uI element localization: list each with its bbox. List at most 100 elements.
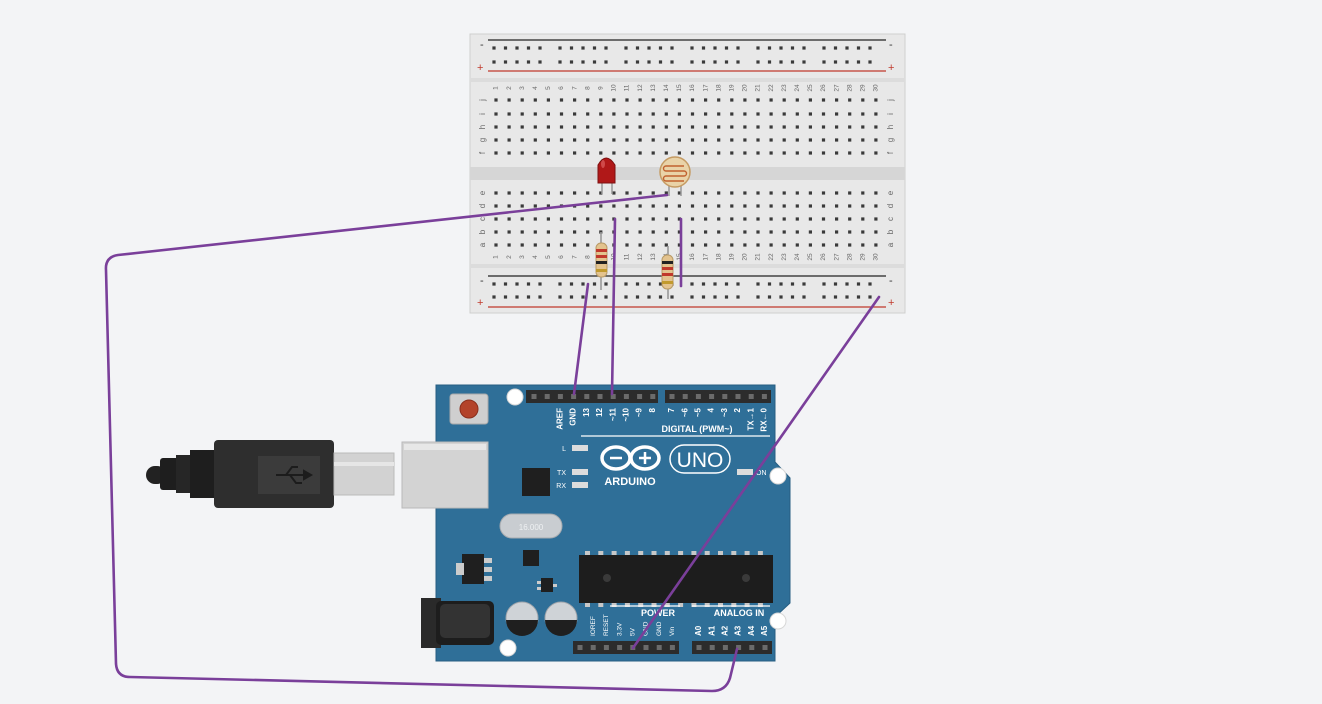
- breadboard-hole[interactable]: [717, 151, 721, 155]
- header-pin[interactable]: [590, 645, 596, 650]
- breadboard-hole[interactable]: [743, 217, 747, 221]
- breadboard-hole[interactable]: [533, 191, 537, 195]
- breadboard-hole[interactable]: [861, 191, 865, 195]
- breadboard-hole[interactable]: [848, 151, 852, 155]
- breadboard-hole[interactable]: [821, 191, 826, 195]
- breadboard-hole[interactable]: [821, 204, 826, 208]
- breadboard-hole[interactable]: [507, 230, 511, 234]
- photoresistor[interactable]: [659, 156, 691, 196]
- breadboard-hole[interactable]: [730, 191, 734, 195]
- rail-hole[interactable]: [492, 60, 496, 64]
- breadboard-hole[interactable]: [533, 112, 537, 116]
- breadboard-hole[interactable]: [599, 138, 603, 142]
- rail-hole[interactable]: [779, 46, 783, 50]
- breadboard-hole[interactable]: [756, 125, 760, 129]
- breadboard-hole[interactable]: [808, 151, 812, 155]
- breadboard-hole[interactable]: [782, 125, 786, 129]
- breadboard-hole[interactable]: [704, 243, 708, 247]
- breadboard-hole[interactable]: [730, 125, 734, 129]
- rail-hole[interactable]: [647, 282, 651, 286]
- rail-hole[interactable]: [526, 295, 531, 299]
- breadboard-hole[interactable]: [861, 151, 865, 155]
- rail-hole[interactable]: [604, 295, 608, 299]
- breadboard-hole[interactable]: [717, 125, 721, 129]
- breadboard-hole[interactable]: [769, 151, 773, 155]
- breadboard-hole[interactable]: [808, 243, 812, 247]
- breadboard-hole[interactable]: [638, 138, 642, 142]
- breadboard-hole[interactable]: [677, 125, 681, 129]
- breadboard-hole[interactable]: [795, 125, 799, 129]
- breadboard-hole[interactable]: [743, 151, 747, 155]
- breadboard-hole[interactable]: [638, 191, 642, 195]
- breadboard-hole[interactable]: [835, 204, 839, 208]
- breadboard-hole[interactable]: [638, 151, 642, 155]
- breadboard-hole[interactable]: [677, 151, 681, 155]
- header-pin[interactable]: [544, 394, 550, 399]
- rail-hole[interactable]: [779, 295, 783, 299]
- breadboard-hole[interactable]: [533, 230, 537, 234]
- rail-hole[interactable]: [845, 46, 849, 50]
- header-pin[interactable]: [637, 394, 643, 399]
- breadboard-hole[interactable]: [782, 138, 786, 142]
- breadboard-hole[interactable]: [573, 243, 577, 247]
- breadboard-hole[interactable]: [690, 112, 695, 116]
- rail-hole[interactable]: [538, 60, 542, 64]
- rail-hole[interactable]: [492, 46, 496, 50]
- breadboard-hole[interactable]: [782, 112, 786, 116]
- rail-hole[interactable]: [670, 60, 674, 64]
- breadboard-hole[interactable]: [717, 138, 721, 142]
- rail-hole[interactable]: [503, 60, 508, 64]
- breadboard-hole[interactable]: [743, 191, 747, 195]
- breadboard-hole[interactable]: [599, 112, 603, 116]
- breadboard-hole[interactable]: [808, 191, 812, 195]
- breadboard-hole[interactable]: [494, 98, 498, 102]
- rail-hole[interactable]: [736, 46, 740, 50]
- resistor-2[interactable]: [661, 246, 674, 299]
- rail-hole[interactable]: [856, 282, 861, 286]
- breadboard-hole[interactable]: [874, 217, 878, 221]
- rail-hole[interactable]: [604, 60, 608, 64]
- breadboard-hole[interactable]: [638, 243, 642, 247]
- breadboard-hole[interactable]: [848, 138, 852, 142]
- breadboard-hole[interactable]: [717, 191, 721, 195]
- breadboard-hole[interactable]: [756, 243, 760, 247]
- breadboard-hole[interactable]: [848, 243, 852, 247]
- rail-hole[interactable]: [724, 282, 729, 286]
- breadboard-hole[interactable]: [573, 191, 577, 195]
- breadboard-hole[interactable]: [835, 191, 839, 195]
- breadboard-hole[interactable]: [507, 125, 511, 129]
- breadboard-hole[interactable]: [743, 204, 747, 208]
- rail-hole[interactable]: [647, 295, 651, 299]
- breadboard-hole[interactable]: [664, 138, 668, 142]
- power-jack[interactable]: [421, 598, 494, 648]
- rail-hole[interactable]: [856, 60, 861, 64]
- rail-hole[interactable]: [592, 60, 597, 64]
- breadboard-hole[interactable]: [677, 204, 681, 208]
- breadboard-hole[interactable]: [874, 243, 878, 247]
- header-pin[interactable]: [709, 645, 715, 650]
- breadboard-hole[interactable]: [795, 191, 799, 195]
- breadboard-hole[interactable]: [664, 230, 668, 234]
- rail-hole[interactable]: [569, 295, 574, 299]
- breadboard-hole[interactable]: [848, 204, 852, 208]
- breadboard-hole[interactable]: [677, 191, 681, 195]
- breadboard-hole[interactable]: [651, 151, 655, 155]
- breadboard-hole[interactable]: [494, 191, 498, 195]
- breadboard-hole[interactable]: [848, 217, 852, 221]
- breadboard-hole[interactable]: [677, 230, 681, 234]
- header-pin[interactable]: [749, 645, 755, 650]
- breadboard-hole[interactable]: [559, 125, 564, 129]
- breadboard-hole[interactable]: [690, 98, 695, 102]
- breadboard-hole[interactable]: [848, 98, 852, 102]
- rail-hole[interactable]: [690, 60, 694, 64]
- breadboard-hole[interactable]: [625, 138, 629, 142]
- rail-hole[interactable]: [690, 46, 694, 50]
- breadboard-hole[interactable]: [717, 112, 721, 116]
- breadboard-hole[interactable]: [625, 151, 629, 155]
- breadboard-hole[interactable]: [690, 151, 695, 155]
- breadboard-hole[interactable]: [835, 125, 839, 129]
- breadboard-hole[interactable]: [782, 204, 786, 208]
- header-pin[interactable]: [610, 394, 616, 399]
- breadboard-hole[interactable]: [612, 138, 616, 142]
